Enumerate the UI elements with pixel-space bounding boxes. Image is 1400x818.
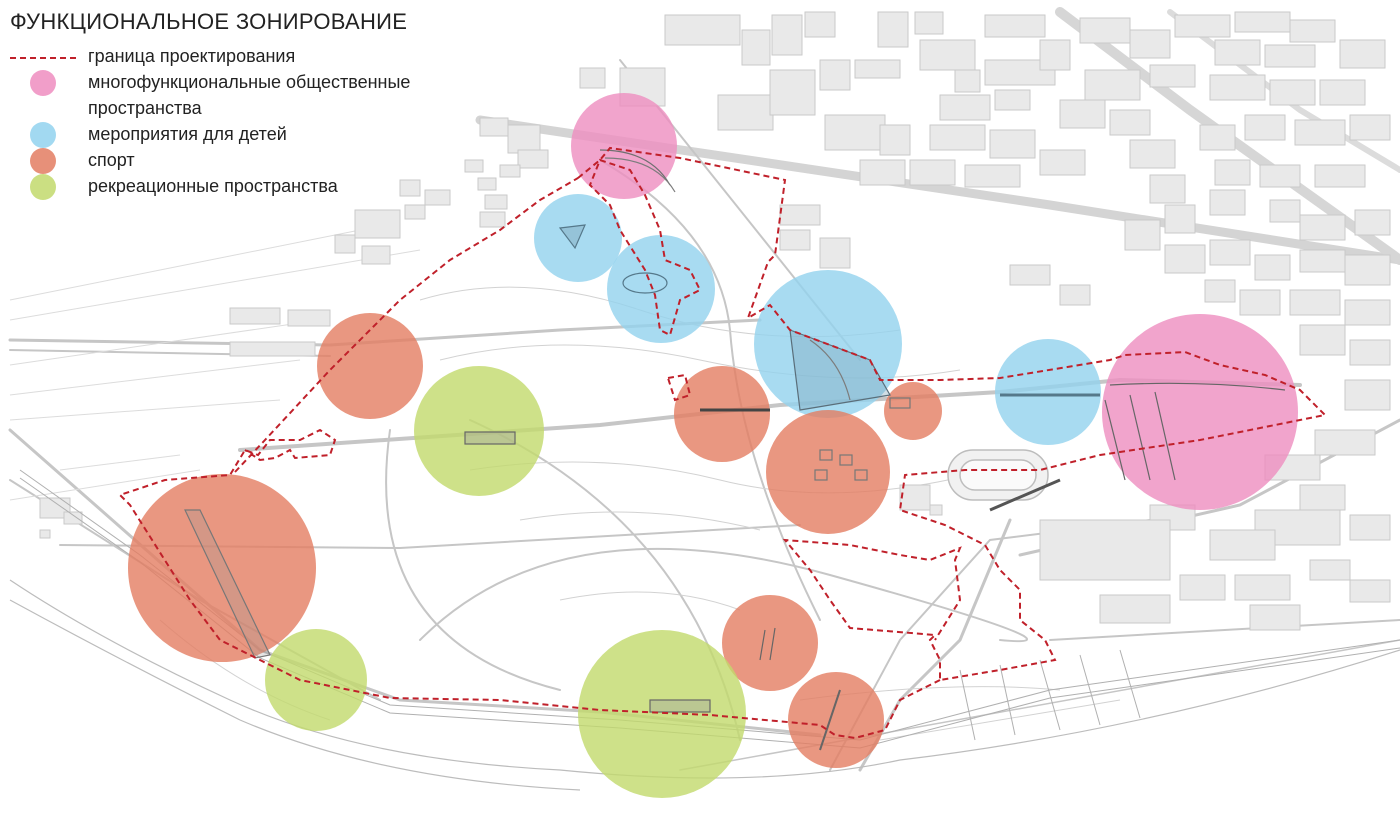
zone-circle-sport [788, 672, 884, 768]
zone-circle-recreation [265, 629, 367, 731]
stadium [947, 449, 1061, 512]
zone-circle-multi [1102, 314, 1298, 510]
legend-label-boundary: граница проектирования [88, 46, 296, 66]
legend-label-kids: мероприятия для детей [88, 124, 287, 144]
building-blocks [579, 11, 1391, 631]
project-boundary-north-link [666, 373, 692, 402]
legend-item-sport: спорт [10, 148, 510, 174]
legend-item-boundary: граница проектирования [10, 44, 510, 70]
zone-circle-sport [674, 366, 770, 462]
legend-label-recreation: рекреационные пространства [88, 176, 338, 196]
map-title: ФУНКЦИОНАЛЬНОЕ ЗОНИРОВАНИЕ [10, 9, 408, 34]
orange-dot-swatch [30, 148, 56, 174]
zone-circle-sport [128, 474, 316, 662]
legend-item-multi: многофункциональные общественные простра… [10, 70, 510, 122]
zone-circle-kids [995, 339, 1101, 445]
legend-label-multi-line2: пространства [88, 98, 202, 118]
zone-circle-sport [722, 595, 818, 691]
park-details [184, 149, 1286, 751]
legend-label-multi-line1: многофункциональные общественные [88, 72, 411, 92]
building-blocks-west [39, 117, 1091, 539]
dashed-line-swatch [10, 57, 76, 59]
legend-item-recreation: рекреационные пространства [10, 174, 510, 200]
zone-circle-sport [766, 410, 890, 534]
zone-circles [128, 93, 1298, 798]
green-dot-swatch [30, 174, 56, 200]
pink-dot-swatch [30, 70, 56, 96]
zone-circle-kids [607, 235, 715, 343]
field-lines [9, 229, 421, 501]
legend-item-kids: мероприятия для детей [10, 122, 510, 148]
zone-circle-recreation [414, 366, 544, 496]
zone-circle-multi [571, 93, 677, 199]
legend-label-sport: спорт [88, 150, 135, 170]
zone-circle-sport [884, 382, 942, 440]
project-boundary [118, 146, 1328, 740]
blue-dot-swatch [30, 122, 56, 148]
zone-circle-kids [534, 194, 622, 282]
zone-circle-sport [317, 313, 423, 419]
zone-circle-recreation [578, 630, 746, 798]
